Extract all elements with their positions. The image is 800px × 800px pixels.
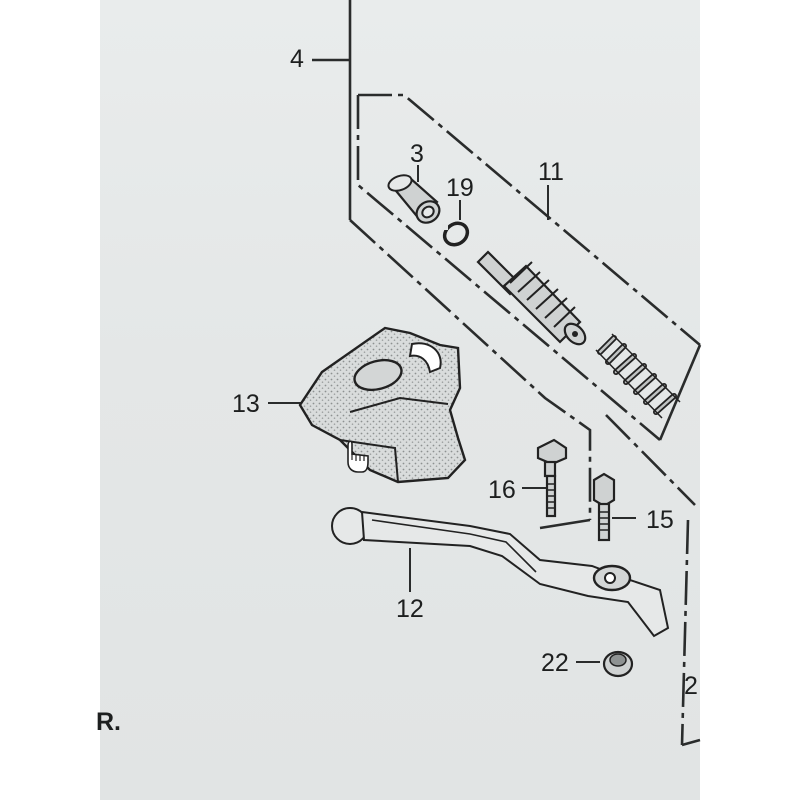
left-margin: [0, 0, 100, 800]
part-3-bushing: [387, 165, 441, 224]
part-15-pivot-bolt: [592, 472, 636, 542]
part-19-circlip: [442, 200, 470, 247]
hand-cursor-icon: [347, 440, 369, 473]
callout-2: 2: [684, 672, 698, 700]
callout-3: 3: [410, 140, 424, 168]
callout-12: 12: [396, 595, 424, 623]
part-22-cap: [576, 650, 634, 678]
callout-22: 22: [541, 649, 569, 677]
assembly-2-outline: [605, 414, 701, 747]
part-16-bolt: [522, 438, 568, 518]
callout-15: 15: [646, 506, 674, 534]
edge-text-fragment: R.: [96, 708, 121, 736]
callout-19: 19: [446, 174, 474, 202]
part-11-piston: [476, 250, 587, 346]
callout-11: 11: [538, 158, 564, 186]
assembly-11-outline: [356, 93, 702, 441]
callout-16: 16: [488, 476, 516, 504]
part-13-cover: [268, 326, 467, 484]
part-12-brake-lever: [331, 507, 670, 638]
right-margin: [700, 0, 800, 800]
spring: [595, 333, 681, 419]
callout-4: 4: [290, 45, 304, 73]
assembly-4-outline: [312, 0, 592, 530]
callout-13: 13: [232, 390, 260, 418]
